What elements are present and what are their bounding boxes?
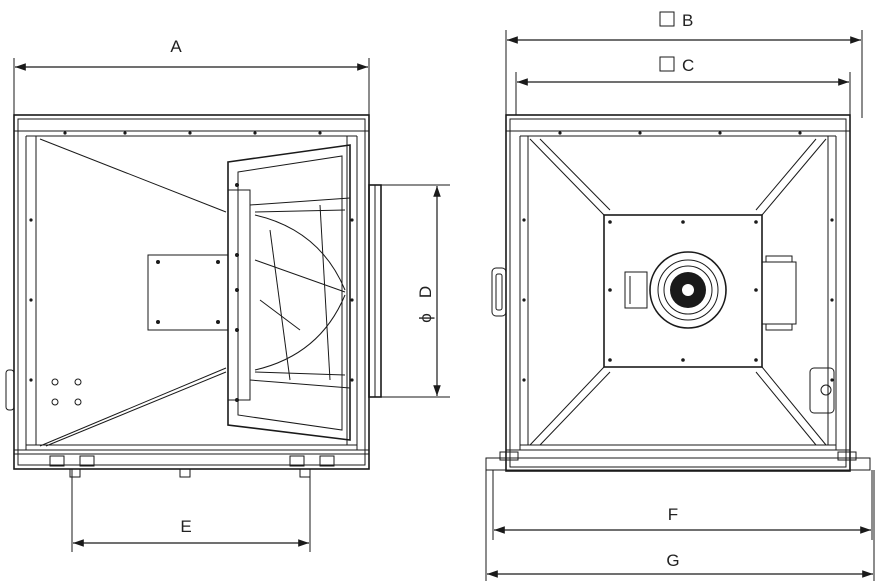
- label-b: B: [682, 11, 693, 30]
- label-c: C: [682, 56, 694, 75]
- dimension-c: C: [515, 56, 851, 115]
- label-f: F: [668, 505, 678, 524]
- label-a: A: [170, 37, 182, 56]
- label-e: E: [180, 517, 191, 536]
- side-view: [5, 114, 382, 478]
- label-g: G: [666, 551, 679, 570]
- dimension-e: E: [71, 469, 311, 552]
- dimension-a: A: [13, 37, 370, 115]
- dimension-g: G: [485, 470, 875, 581]
- dimension-d: ϕ D: [381, 184, 450, 398]
- front-view: [485, 114, 871, 472]
- label-d: D: [416, 286, 435, 298]
- dimension-b: B: [505, 11, 863, 118]
- dimension-f: F: [492, 470, 873, 540]
- square-symbol-c: [659, 56, 675, 72]
- label-d-symbol: ϕ: [416, 313, 435, 323]
- square-symbol-b: [659, 11, 675, 27]
